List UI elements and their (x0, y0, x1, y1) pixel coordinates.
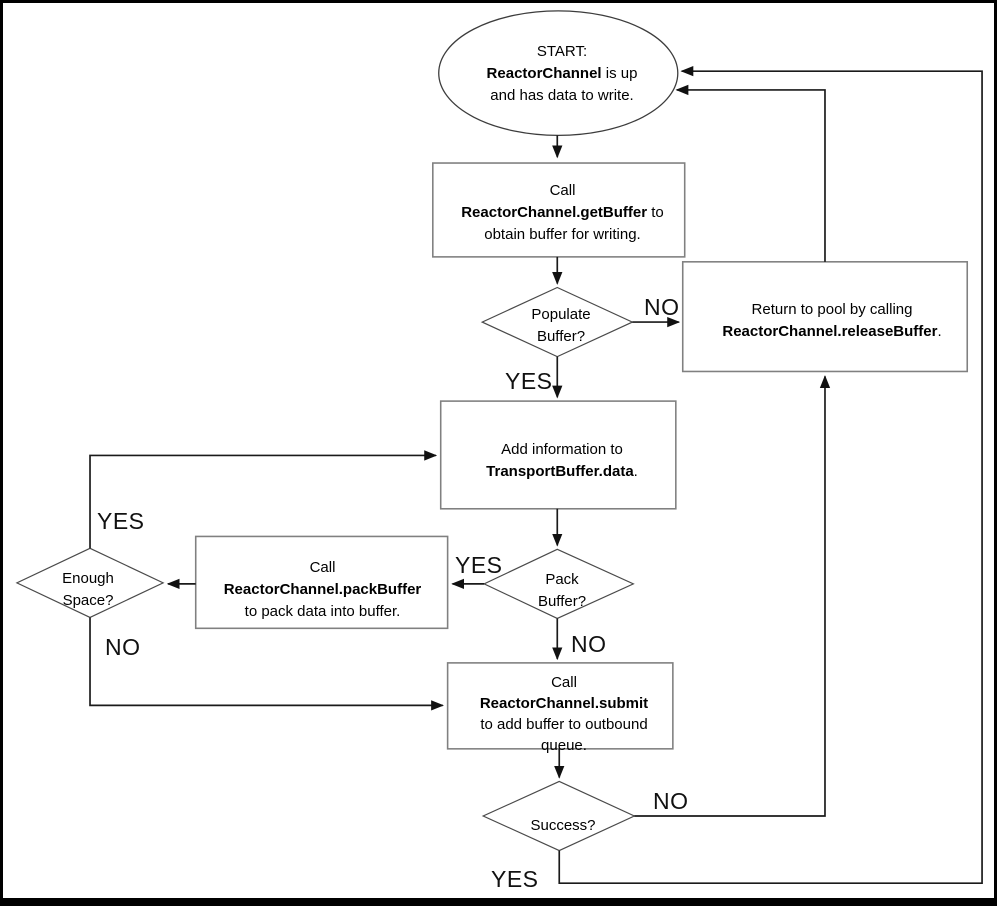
submit-line3: to add buffer to outbound (480, 716, 648, 733)
pack-call-line2: ReactorChannel.packBuffer (195, 579, 450, 601)
enough-no-label: NO (105, 634, 141, 660)
populate-line1: Populate (531, 306, 591, 323)
submit-line2: ReactorChannel.submit (450, 693, 678, 714)
submit-line2-bold: ReactorChannel.submit (479, 695, 649, 712)
success-no-label: NO (653, 788, 689, 814)
success-line1: Success? (530, 817, 596, 834)
get-buffer-line2-bold: ReactorChannel.getBuffer (461, 203, 648, 221)
populate-yes-label: YES (505, 368, 553, 394)
submit-line4: queue. (541, 737, 587, 754)
add-information-node-label: Add information to TransportBuffer.data. (443, 406, 681, 515)
pack-yes-label: YES (455, 552, 503, 578)
start-line2: ReactorChannel is up (442, 63, 682, 85)
enough-line1: Enough (62, 570, 114, 587)
release-line2-rest: . (937, 322, 942, 340)
get-buffer-line3: obtain buffer for writing. (484, 225, 641, 243)
get-buffer-line1: Call (549, 181, 576, 199)
submit-node-label: Call ReactorChannel.submit to add buffer… (450, 669, 678, 759)
release-line2: ReactorChannel.releaseBuffer. (688, 321, 976, 343)
success-yes-label: YES (491, 866, 539, 892)
pack-buffer-call-box (194, 535, 449, 630)
get-buffer-box (432, 162, 686, 258)
pack-call-line3: to pack data into buffer. (244, 602, 401, 620)
add-info-line2-bold: TransportBuffer.data (486, 462, 634, 480)
edge-enough-yes-to-addinfo (89, 450, 438, 549)
start-node-label: START: ReactorChannel is up and has data… (442, 41, 682, 107)
release-line2-bold: ReactorChannel.releaseBuffer (722, 322, 938, 340)
populate-buffer-node-label: Populate Buffer? (501, 304, 621, 348)
submit-box (446, 662, 674, 750)
release-buffer-node-label: Return to pool by calling ReactorChannel… (688, 265, 976, 376)
add-info-line1: Add information to (501, 440, 623, 458)
get-buffer-line2-rest: to (647, 203, 664, 221)
start-line2-bold: ReactorChannel (486, 65, 602, 82)
pack-no-label: NO (571, 631, 607, 657)
release-line1: Return to pool by calling (751, 300, 913, 318)
start-line2-rest: is up (601, 65, 638, 82)
submit-line1: Call (551, 674, 577, 691)
start-line3: and has data to write. (490, 87, 634, 104)
add-info-line2: TransportBuffer.data. (443, 461, 681, 483)
edge-enough-no-to-submit (89, 617, 444, 711)
populate-no-label: NO (644, 294, 680, 320)
enough-yes-label: YES (97, 508, 145, 534)
populate-line2: Buffer? (536, 328, 586, 345)
pack-buffer-node-label: Pack Buffer? (502, 569, 622, 613)
enough-line2: Space? (62, 592, 114, 609)
add-info-line2-rest: . (633, 462, 638, 480)
enough-space-node-label: Enough Space? (28, 568, 148, 612)
pack-buffer-call-node-label: Call ReactorChannel.packBuffer to pack d… (195, 543, 450, 636)
pack-call-line2-bold: ReactorChannel.packBuffer (223, 580, 422, 598)
get-buffer-node-label: Call ReactorChannel.getBuffer to obtain … (435, 165, 690, 260)
flowchart-drawing (15, 10, 983, 885)
edge-success-yes-to-start (558, 66, 983, 885)
edge-success-no-to-release (634, 375, 831, 817)
start-line1: START: (536, 43, 588, 60)
pack-call-line1: Call (309, 558, 336, 576)
add-information-box (439, 400, 677, 510)
edge-release-to-start (675, 84, 826, 262)
get-buffer-line2: ReactorChannel.getBuffer to (435, 202, 690, 224)
pack-line1: Pack (545, 571, 579, 588)
success-node-label: Success? (503, 815, 623, 837)
start-ellipse (438, 10, 679, 137)
pack-line2: Buffer? (537, 593, 587, 610)
